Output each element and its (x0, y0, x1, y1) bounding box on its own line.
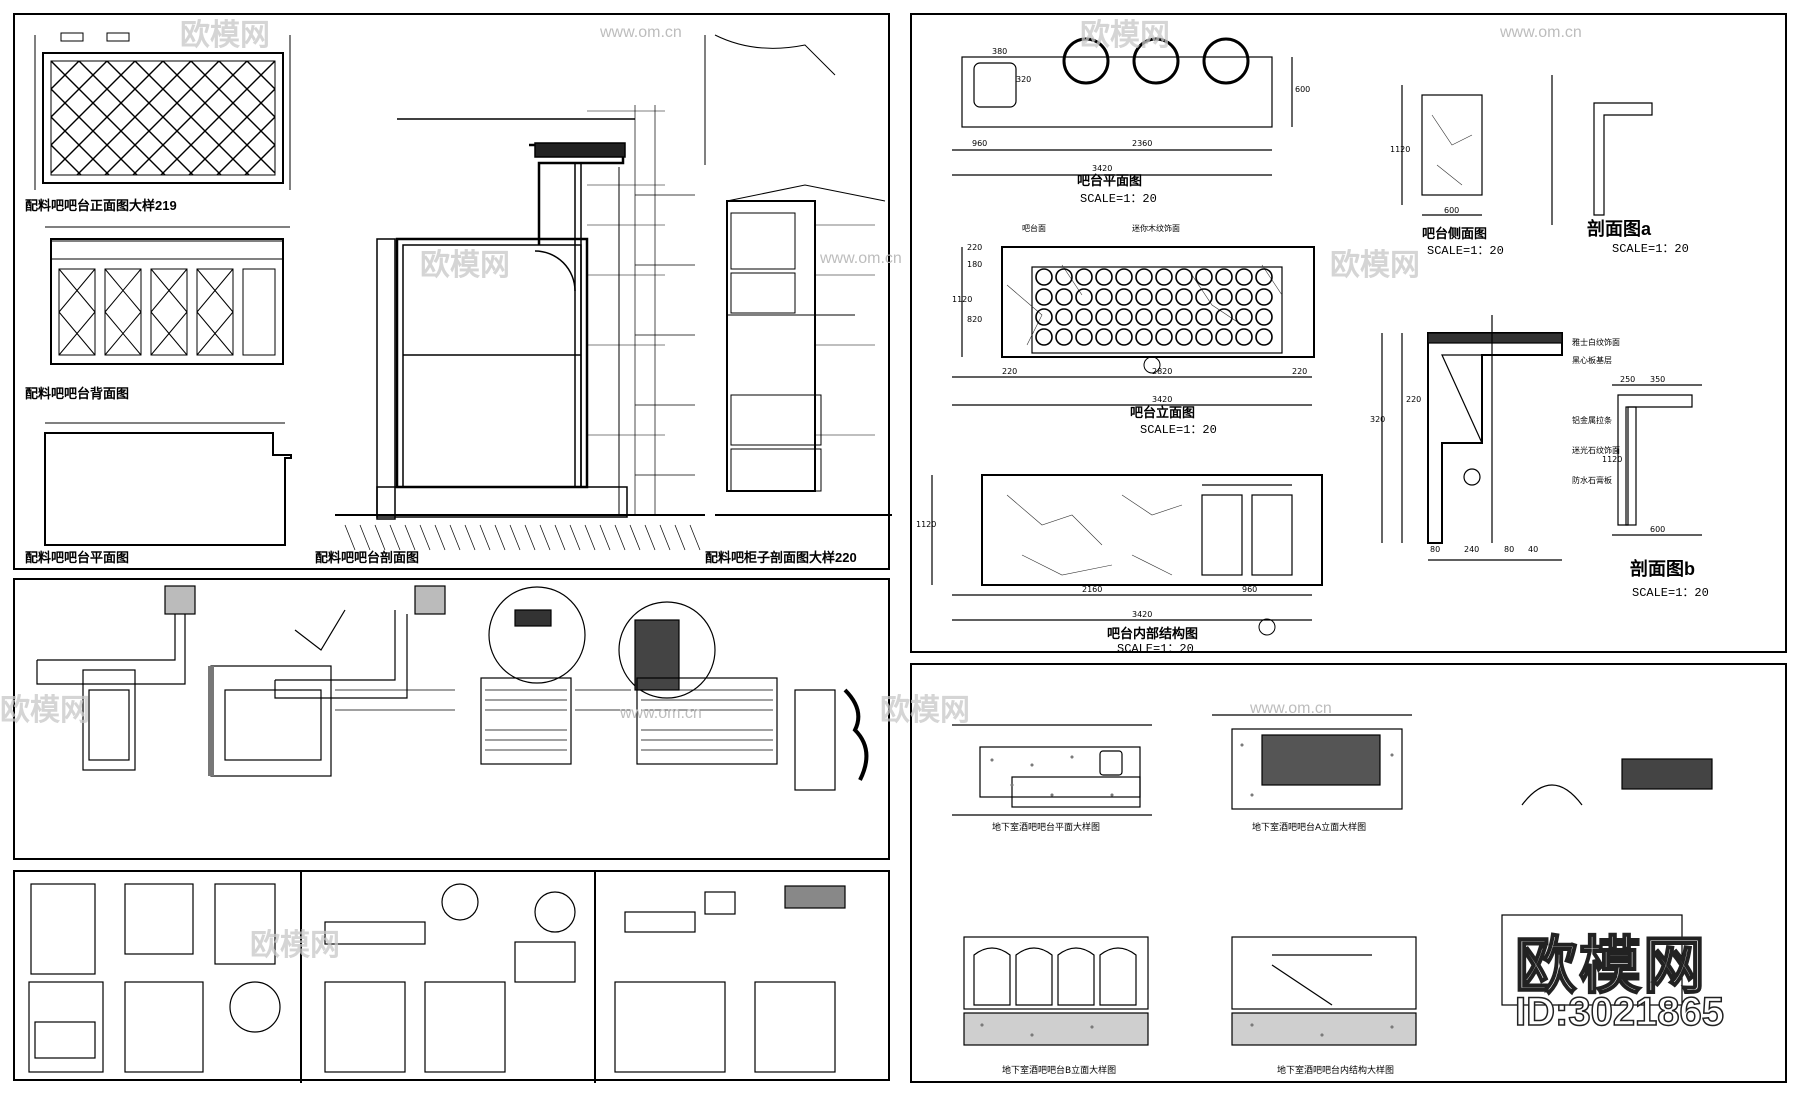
section-b-title: 剖面图b (1630, 559, 1695, 579)
watermark-brand-5: 欧模网 (0, 694, 90, 727)
brand-id-text: ID:3021865 (1514, 989, 1725, 1035)
secb-dim-350: 350 (1650, 375, 1666, 384)
title-section: 配料吧吧台剖面图 (315, 550, 420, 565)
title-cabinet-section: 配料吧柜子剖面图大样220 (705, 550, 857, 565)
elev-dim-3420: 3420 (1152, 395, 1173, 404)
bigsec-callout-4: 迷光石纹饰面 (1572, 446, 1620, 455)
watermark-brand-2: 欧模网 (1080, 19, 1170, 52)
watermark-brand-3: 欧模网 (420, 249, 510, 282)
sheet-bottom-left (13, 870, 890, 1083)
section-a-scale: SCALE=1：20 (1612, 242, 1689, 256)
plan-view-scale: SCALE=1：20 (1080, 192, 1157, 206)
br-title-plan: 地下室酒吧吧台平面大样图 (992, 823, 1101, 833)
side-dim-1120: 1120 (1390, 145, 1411, 154)
drawing-bottom-right (952, 714, 1713, 1046)
bigsec-dim-40: 40 (1528, 545, 1539, 554)
title-front-elevation: 配料吧吧台正面图大样219 (25, 198, 177, 213)
secb-dim-250: 250 (1620, 375, 1636, 384)
sheet-top-left: 配料吧吧台正面图大样219 配料吧吧台背面图 配料吧吧台平面图 配料吧吧台剖面图… (13, 13, 892, 570)
plan-view-title: 吧台平面图 (1077, 173, 1143, 188)
bigsec-dim-320: 320 (1370, 415, 1386, 424)
watermark-url-3: www.om.cn (820, 250, 902, 267)
sheet-top-right: 吧台平面图 SCALE=1：20 960 2360 3420 600 380 3… (910, 13, 1787, 656)
elev-dim-180: 180 (967, 260, 983, 269)
plan-dim-320: 320 (1016, 75, 1032, 84)
bigsec-callout-2: 黑心板基层 (1572, 356, 1612, 365)
inner-structure-title: 吧台内部结构图 (1107, 626, 1199, 641)
inner-dim-960: 960 (1242, 585, 1258, 594)
elevation-title: 吧台立面图 (1130, 405, 1196, 420)
brand-logo-text: 欧模网 (1514, 931, 1708, 1002)
elev-dim-220-left: 220 (1002, 367, 1018, 376)
elev-callout-top: 吧台面 (1022, 224, 1046, 233)
bigsec-dim-80b: 80 (1504, 545, 1515, 554)
plan-dim-960: 960 (972, 139, 988, 148)
inner-dim-3420: 3420 (1132, 610, 1153, 619)
br-title-inner: 地下室酒吧吧台内结构大样图 (1277, 1066, 1395, 1076)
secb-dim-600: 600 (1650, 525, 1666, 534)
elev-dim-1120: 1120 (952, 295, 973, 304)
elev-dim-220-right: 220 (1292, 367, 1308, 376)
section-b-scale: SCALE=1：20 (1632, 586, 1709, 600)
watermark-url-5: www.om.cn (620, 705, 702, 722)
br-title-elevation-b: 地下室酒吧吧台B立面大样图 (1002, 1066, 1117, 1076)
watermark-url-2: www.om.cn (1500, 24, 1582, 41)
plan-dim-380: 380 (992, 47, 1008, 56)
plan-dim-2360: 2360 (1132, 139, 1153, 148)
secb-dim-1120: 1120 (1602, 455, 1623, 464)
drawing-top-right (931, 37, 1702, 636)
sheet-bottom-right: 地下室酒吧吧台平面大样图 地下室酒吧吧台A立面大样图 地下室酒吧吧台B立面大样图… (910, 663, 1787, 1083)
side-view-scale: SCALE=1：20 (1427, 244, 1504, 258)
plan-dim-600: 600 (1295, 85, 1311, 94)
bigsec-callout-5: 防水石膏板 (1572, 476, 1612, 485)
watermark-brand-4: 欧模网 (1330, 249, 1420, 282)
elevation-scale: SCALE=1：20 (1140, 423, 1217, 437)
elev-dim-220-top: 220 (967, 243, 983, 252)
sheet-mid-left (13, 578, 890, 860)
bigsec-dim-220: 220 (1406, 395, 1422, 404)
watermark-brand-6: 欧模网 (880, 694, 970, 727)
plan-dim-3420: 3420 (1092, 164, 1113, 173)
elev-callout-wood: 迷你木纹饰面 (1132, 224, 1180, 233)
inner-dim-1120: 1120 (916, 520, 937, 529)
drawing-mid-left (36, 585, 869, 791)
br-title-elevation-a: 地下室酒吧吧台A立面大样图 (1252, 823, 1367, 833)
watermark-url-1: www.om.cn (600, 24, 682, 41)
watermark-brand-1: 欧模网 (180, 19, 270, 52)
watermark-url-4: www.om.cn (1250, 700, 1332, 717)
title-back-elevation: 配料吧吧台背面图 (25, 386, 130, 401)
section-a-title: 剖面图a (1587, 219, 1652, 239)
bigsec-dim-80a: 80 (1430, 545, 1441, 554)
elev-dim-2820: 2820 (1152, 367, 1173, 376)
bigsec-callout-1: 雅士白纹饰面 (1572, 338, 1620, 347)
elev-dim-820: 820 (967, 315, 983, 324)
inner-structure-scale: SCALE=1：20 (1117, 642, 1194, 656)
drawing-top-left (34, 32, 892, 551)
bigsec-dim-240: 240 (1464, 545, 1480, 554)
inner-dim-2160: 2160 (1082, 585, 1103, 594)
drawing-bottom-left (28, 872, 846, 1083)
side-dim-600: 600 (1444, 206, 1460, 215)
title-plan: 配料吧吧台平面图 (25, 550, 130, 565)
side-view-title: 吧台侧面图 (1422, 226, 1488, 241)
watermark-brand-7: 欧模网 (250, 929, 340, 962)
bigsec-callout-3: 铝金属拉条 (1572, 416, 1612, 425)
